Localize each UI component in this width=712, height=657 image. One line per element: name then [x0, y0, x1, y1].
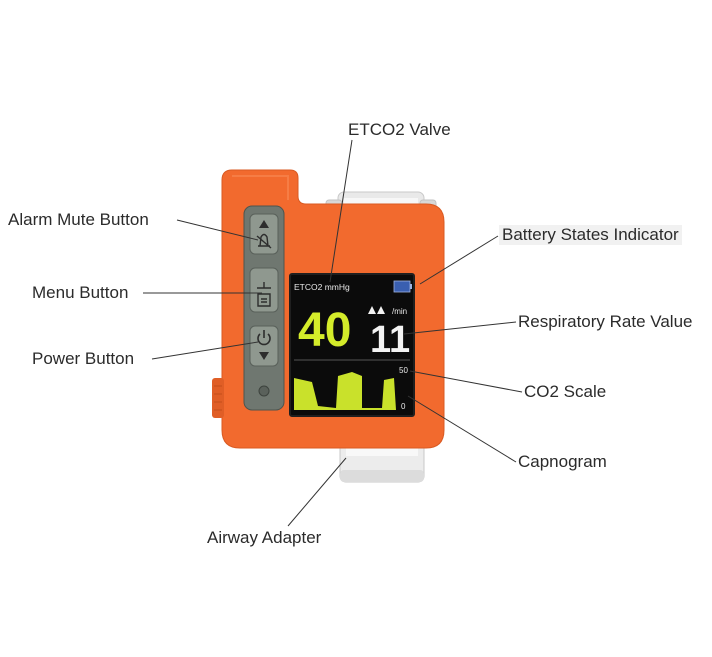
arrow-down-icon: [259, 352, 269, 360]
rr-value: 11: [370, 319, 410, 361]
etco2-valve-label: ETCO2 Valve: [348, 120, 451, 139]
co2-scale-label: CO2 Scale: [524, 382, 607, 401]
power-button[interactable]: [249, 325, 279, 367]
power-icon: [257, 330, 271, 346]
alarm-mute-button-label: Alarm Mute Button: [8, 210, 149, 229]
warning-triangle-icon: [368, 306, 385, 314]
leader-power: [151, 341, 259, 360]
alarm-mute-button[interactable]: [249, 213, 279, 255]
bell-mute-icon: [256, 233, 272, 249]
capnogram-label: Capnogram: [518, 452, 607, 471]
leader-co2-scale: [409, 370, 523, 393]
power-button-label: Power Button: [32, 349, 135, 368]
arrow-up-icon: [259, 220, 269, 228]
leader-etco2-valve: [329, 139, 353, 283]
rr-unit: /min: [392, 307, 407, 316]
menu-icon: [257, 282, 271, 307]
leader-capnogram: [407, 395, 517, 463]
leader-alarm-mute: [176, 219, 259, 241]
menu-button[interactable]: [249, 267, 279, 313]
display-screen: [289, 273, 415, 417]
side-grip: [212, 378, 224, 418]
etco2-unit-label: ETCO2 mmHg: [294, 282, 350, 292]
etco2-value: 40: [298, 304, 351, 357]
battery-icon: [393, 280, 412, 293]
menu-button-label: Menu Button: [32, 283, 129, 302]
indicator-led: [258, 385, 270, 397]
leader-lines: [143, 139, 523, 527]
capnogram-waveform: [294, 372, 396, 410]
airway-adapter-label: Airway Adapter: [207, 528, 322, 547]
battery-states-indicator-label: Battery States Indicator: [499, 225, 682, 245]
co2-scale-max: 50: [399, 366, 408, 375]
co2-scale-min: 0: [401, 402, 406, 411]
leader-resp-rate: [403, 321, 517, 335]
leader-airway: [287, 457, 347, 527]
respiratory-rate-value-label: Respiratory Rate Value: [518, 312, 693, 331]
airway-adapter: [339, 439, 425, 483]
leader-battery: [419, 235, 499, 285]
